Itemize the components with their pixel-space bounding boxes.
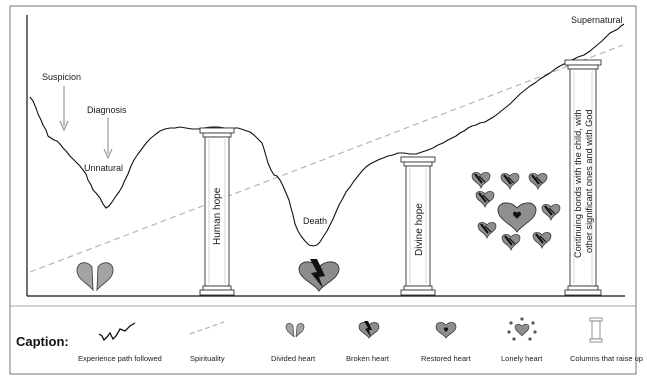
- label-supernatural: Supernatural: [571, 15, 623, 25]
- caption-experience-path-icon: [98, 322, 136, 342]
- diagram-frame: [9, 5, 637, 375]
- small-heart-5: [540, 203, 562, 222]
- caption-lonely-heart-icon: [507, 317, 537, 341]
- caption-label-divided-heart: Divided heart: [271, 354, 316, 363]
- column-label-bonds-line2: other significant ones and with God: [584, 109, 594, 253]
- caption-label-spirituality: Spirituality: [190, 354, 225, 363]
- column-label-human-hope: Human hope: [212, 187, 223, 245]
- caption-spirituality-icon: [189, 321, 225, 335]
- caption-broken-heart-icon: [358, 321, 380, 339]
- broken-heart-icon: [298, 259, 340, 292]
- diagnosis-arrowhead: [103, 148, 113, 160]
- small-heart-2: [499, 172, 521, 191]
- restored-heart-icon: [497, 202, 537, 233]
- label-suspicion: Suspicion: [42, 72, 81, 82]
- small-heart-3: [527, 172, 549, 191]
- column-divine-hope: Divine hope: [400, 156, 436, 296]
- caption-title: Caption:: [16, 334, 69, 349]
- spirituality-line: [29, 44, 624, 273]
- column-continuing-bonds: Continuing bonds with the child, with ot…: [564, 59, 602, 296]
- small-heart-7: [500, 233, 522, 252]
- caption-label-columns: Columns that raise up: [570, 354, 643, 363]
- label-diagnosis: Diagnosis: [87, 105, 127, 115]
- column-human-hope: Human hope: [199, 127, 235, 296]
- caption-column-icon: [589, 317, 603, 343]
- divided-heart-icon: [76, 262, 114, 292]
- lonely-heart-cluster: [470, 171, 562, 252]
- suspicion-arrowhead: [59, 120, 69, 132]
- label-death: Death: [303, 216, 327, 226]
- column-label-divine-hope: Divine hope: [414, 203, 425, 256]
- caption-label-experience-path: Experience path followed: [78, 354, 162, 363]
- small-heart-4: [474, 190, 496, 209]
- experience-path: [29, 23, 625, 247]
- small-heart-6: [476, 221, 498, 240]
- caption-divided-heart-icon: [285, 323, 305, 338]
- caption-label-restored-heart: Restored heart: [421, 354, 472, 363]
- small-heart-1: [470, 171, 492, 190]
- label-unnatural: Unnatural: [84, 163, 123, 173]
- small-heart-8: [531, 231, 553, 250]
- column-label-bonds-line1: Continuing bonds with the child, with: [573, 109, 583, 258]
- caption-label-broken-heart: Broken heart: [346, 354, 390, 363]
- caption-label-lonely-heart: Lonely heart: [501, 354, 543, 363]
- caption-restored-heart-icon: [435, 322, 457, 339]
